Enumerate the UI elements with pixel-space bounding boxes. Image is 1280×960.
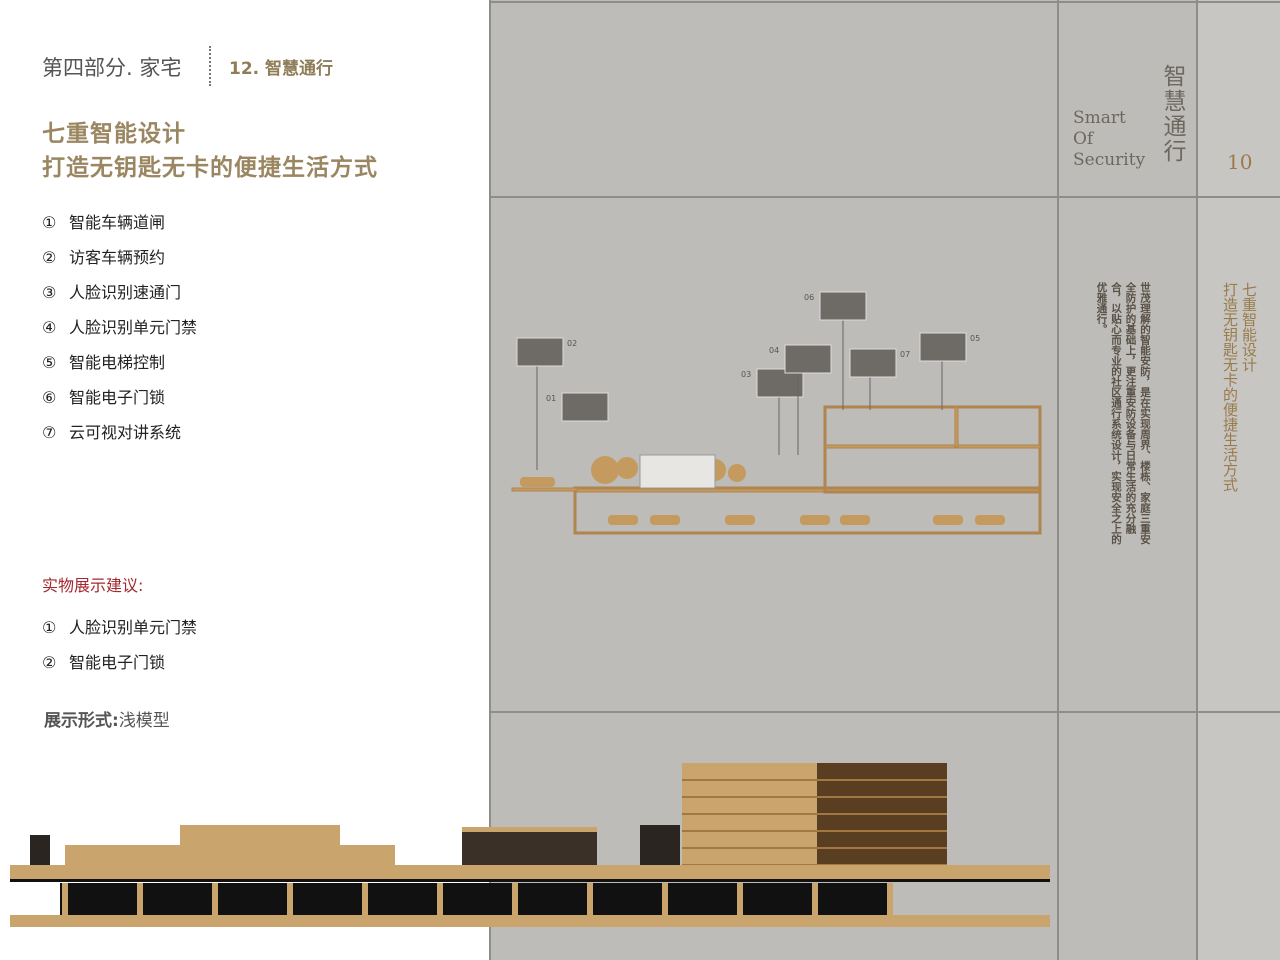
physical-model: [10, 763, 1050, 927]
callout-box: [819, 291, 867, 321]
section-label: 第四部分. 家宅: [42, 56, 182, 80]
callout-box: [849, 348, 897, 378]
column: [587, 883, 593, 915]
callout-box: [561, 392, 609, 422]
callout-box: [919, 332, 967, 362]
basement: [573, 486, 1042, 535]
column: [437, 883, 443, 915]
callout-number: 04: [769, 346, 779, 355]
divider: [1196, 0, 1198, 960]
column: [362, 883, 368, 915]
floor-slab: [682, 813, 947, 815]
gate-building: [639, 454, 716, 489]
callout-number: 05: [970, 334, 980, 343]
display-heading: 实物展示建议:: [42, 576, 144, 595]
column: [887, 883, 893, 915]
page-title: 七重智能设计: [42, 121, 186, 147]
body-text: 世茂理解的智能安防，是在实现周界、楼栋、家庭三重安全防护的基础上，更注重安防设备…: [1095, 282, 1152, 545]
display-form: 展示形式:浅模型: [44, 711, 170, 731]
divider: [490, 1, 1280, 3]
callout-number: 03: [741, 370, 751, 379]
chapter-label: 12. 智慧通行: [229, 59, 334, 79]
header-divider: [209, 46, 211, 86]
callout-box: [516, 337, 564, 367]
floor-slab: [682, 847, 947, 849]
divider: [1057, 0, 1059, 960]
callout-box: [756, 368, 804, 398]
column: [512, 883, 518, 915]
callout-number: 06: [804, 293, 814, 302]
building: [823, 405, 1042, 494]
column: [812, 883, 818, 915]
chinese-title: 智慧通行: [1159, 64, 1185, 164]
column: [662, 883, 668, 915]
divider: [490, 196, 1280, 198]
floor-slab: [682, 796, 947, 798]
floor-slab: [682, 779, 947, 781]
callout-number: 07: [900, 350, 910, 359]
column: [137, 883, 143, 915]
column: [287, 883, 293, 915]
floor-slab: [682, 830, 947, 832]
callout-number: 02: [567, 339, 577, 348]
slogan: 七重智能设计打造无钥匙无卡的便捷生活方式: [1221, 282, 1258, 492]
page-number: 10: [1227, 150, 1253, 174]
side-strip: [1197, 0, 1280, 960]
security-diagram: 01 02 03 04 05 06 07: [511, 291, 1042, 535]
divider: [490, 711, 1280, 713]
callout-box: [784, 344, 832, 374]
divider: [489, 0, 491, 960]
column: [212, 883, 218, 915]
column: [62, 883, 68, 915]
callout-number: 01: [546, 394, 556, 403]
column: [737, 883, 743, 915]
page-subtitle: 打造无钥匙无卡的便捷生活方式: [42, 155, 378, 181]
